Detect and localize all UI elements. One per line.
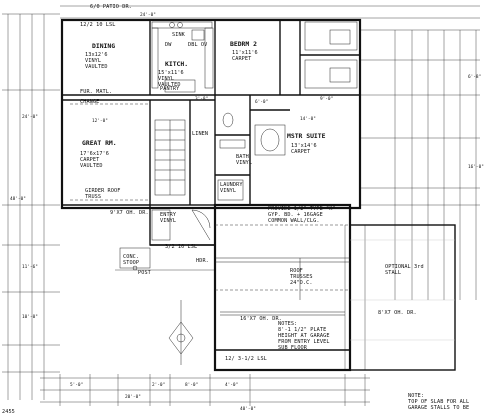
- kitch-label: KITCH.: [165, 60, 188, 68]
- great-rm-label: GREAT RM.: [82, 139, 117, 147]
- section-symbol: [168, 300, 194, 365]
- bedrm2-label: BEDRM 2: [230, 40, 257, 48]
- dim-mid-6: 6'-0": [255, 99, 268, 105]
- dim-left-11: 11'-6": [22, 264, 38, 270]
- dim-bottom-20: 20'-0": [125, 394, 141, 400]
- stairs: [154, 119, 186, 196]
- dim-mid-3: 3'-8": [195, 96, 208, 102]
- patio-dr-label: 6/0 PATIO DR.: [90, 4, 132, 10]
- dim-mid-9: 9'-0": [320, 96, 333, 102]
- mstr-suite-label: MSTR SUITE: [287, 132, 326, 140]
- dim-left-10: 10'-0": [22, 314, 38, 320]
- dbl-ov-label: DBL OV: [188, 42, 207, 48]
- optional-stall-hatch: [350, 239, 455, 341]
- dining-label: DINING: [92, 42, 115, 50]
- slab-label: 12/ 3-1/2 LSL: [225, 356, 267, 362]
- dw-label: DW: [165, 42, 172, 48]
- sink-label: SINK: [172, 32, 186, 38]
- pantry-label: PANTRY: [160, 86, 180, 92]
- code-label: 2455: [2, 409, 15, 415]
- extension-lines: [2, 5, 480, 406]
- fur-matl-label: FUR. MATL.: [80, 89, 112, 95]
- dim-top-24: 24'-0": [140, 12, 156, 18]
- slab-top-label: 12/2 10 LSL: [80, 22, 115, 28]
- mid-hdr-label: 3/2 10 LSL: [165, 244, 197, 250]
- room-labels: DINING KITCH. BEDRM 2 GREAT RM. MSTR SUI…: [82, 40, 326, 147]
- dimension-labels: 24'-0" 6'-8" 16'-0" 48'-0" 24'-0" 11'-6"…: [10, 12, 484, 412]
- garage-door-left-label: 16'X7 OH. DR.: [240, 316, 282, 322]
- dim-right-6-8: 6'-8": [468, 74, 481, 80]
- house-walls: [60, 18, 362, 210]
- dim-mid-14: 14'-0": [300, 116, 316, 122]
- great-room-details: [70, 103, 148, 201]
- kitchen-fixtures: [151, 21, 214, 93]
- dim-bottom-5: 5'-0": [70, 382, 83, 388]
- dim-left-24: 24'-0": [22, 114, 38, 120]
- garage-door-right-label: 8'X7 OH. DR.: [378, 310, 417, 316]
- dim-bottom-8: 8'-0": [185, 382, 198, 388]
- dim-mid-12: 12'-0": [92, 118, 108, 124]
- post-label: POST: [138, 270, 151, 276]
- dim-bottom-2: 2'-0": [152, 382, 165, 388]
- linen-label: LINEN: [192, 131, 208, 137]
- dim-bottom-4: 4'-0": [225, 382, 238, 388]
- hdr-label: HDR.: [196, 258, 209, 264]
- dim-left-48: 48'-0": [10, 196, 26, 202]
- change-label: CHANGE: [80, 99, 99, 105]
- frame-label: 9'X7 OH. DR.: [110, 210, 149, 216]
- dim-right-16: 16'-0": [468, 164, 484, 170]
- bath-fixtures: [217, 112, 286, 201]
- conc-stoop-label: CONC.STOOP: [123, 254, 139, 266]
- garage: [213, 203, 456, 372]
- dim-bottom-40: 40'-0": [240, 406, 256, 412]
